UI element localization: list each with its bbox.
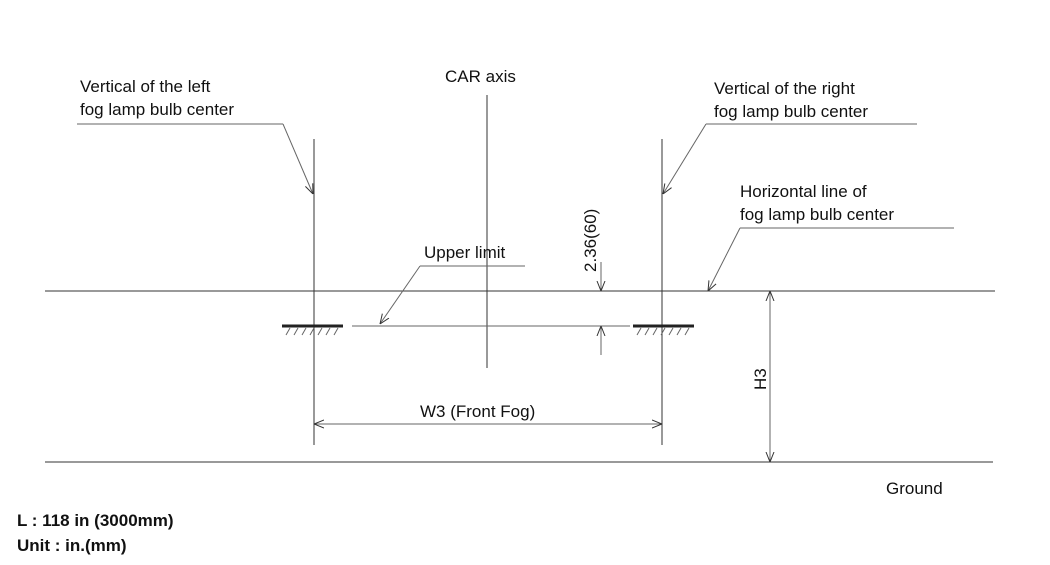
horizontal-line-leader bbox=[708, 227, 954, 291]
horizontal-line-label-line2: fog lamp bulb center bbox=[740, 205, 894, 224]
right-vertical-label-line1: Vertical of the right bbox=[714, 79, 855, 98]
ground-label: Ground bbox=[886, 479, 943, 498]
left-lamp-marker bbox=[282, 324, 343, 336]
horizontal-line-label-line1: Horizontal line of bbox=[740, 182, 867, 201]
right-vertical-label-line2: fog lamp bulb center bbox=[714, 102, 868, 121]
unit-note: Unit : in.(mm) bbox=[17, 536, 127, 555]
upper-limit-leader bbox=[380, 265, 525, 324]
left-vertical-label-line1: Vertical of the left bbox=[80, 77, 211, 96]
left-vertical-leader bbox=[77, 123, 313, 194]
offset-dimension-label: 2.36(60) bbox=[581, 209, 600, 272]
right-vertical-leader bbox=[663, 123, 917, 194]
right-lamp-marker bbox=[633, 324, 694, 336]
width-dimension-label: W3 (Front Fog) bbox=[420, 402, 535, 421]
height-dimension-label: H3 bbox=[751, 368, 770, 390]
distance-note: L : 118 in (3000mm) bbox=[17, 511, 174, 530]
left-vertical-label-line2: fog lamp bulb center bbox=[80, 100, 234, 119]
upper-limit-label: Upper limit bbox=[424, 243, 506, 262]
car-axis-label: CAR axis bbox=[445, 67, 516, 86]
